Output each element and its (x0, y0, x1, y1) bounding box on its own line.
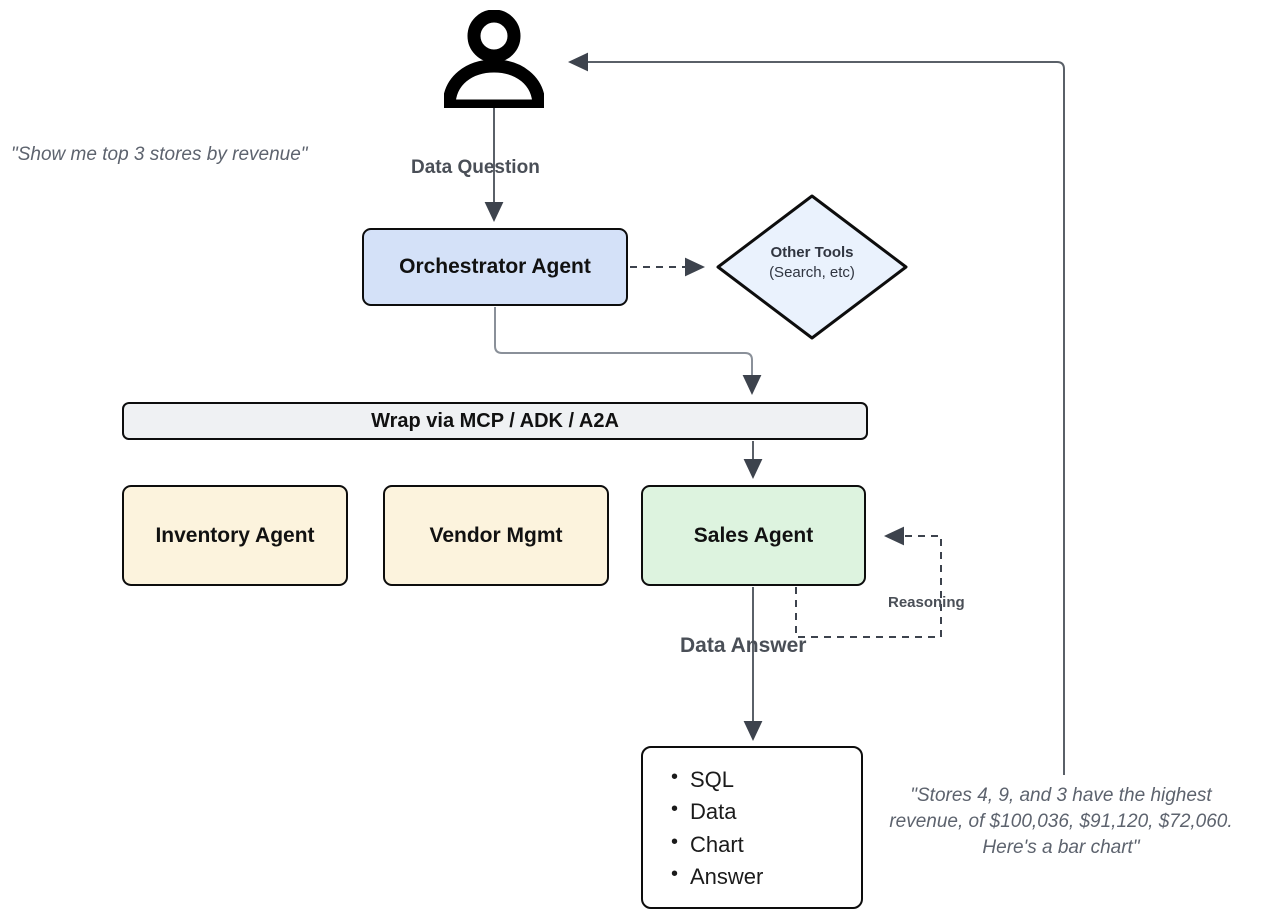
node-sales-agent[interactable]: Sales Agent (641, 485, 866, 586)
list-item: Answer (671, 860, 861, 893)
list-item: Chart (671, 828, 861, 861)
other-tools-label: Other Tools (Search, etc) (712, 243, 912, 283)
edge-label-data-question: Data Question (411, 157, 540, 178)
list-item: SQL (671, 763, 861, 796)
user-question-quote: "Show me top 3 stores by revenue" (11, 144, 308, 165)
answer-quote-line-1: "Stores 4, 9, and 3 have the highest (910, 785, 1212, 806)
node-vendor-mgmt[interactable]: Vendor Mgmt (383, 485, 609, 586)
other-tools-title: Other Tools (770, 244, 854, 261)
list-item: Data (671, 795, 861, 828)
other-tools-diamond[interactable] (712, 190, 912, 344)
answer-quote-line-3: Here's a bar chart" (982, 837, 1140, 859)
node-wrap-via-mcp-adk-a2a[interactable]: Wrap via MCP / ADK / A2A (122, 402, 868, 440)
assistant-answer-quote: "Stores 4, 9, and 3 have the highest rev… (866, 783, 1256, 862)
edge-label-reasoning: Reasoning (888, 594, 965, 611)
node-orchestrator-agent[interactable]: Orchestrator Agent (362, 228, 628, 306)
output-artifact-list: SQL Data Chart Answer (643, 748, 861, 893)
node-inventory-agent[interactable]: Inventory Agent (122, 485, 348, 586)
person-icon (444, 10, 544, 108)
edge-label-data-answer: Data Answer (680, 634, 807, 657)
answer-quote-line-2: revenue, of $100,036, $91,120, $72,060. (889, 811, 1233, 833)
node-output-artifacts[interactable]: SQL Data Chart Answer (641, 746, 863, 909)
other-tools-subtitle: (Search, etc) (769, 263, 855, 281)
